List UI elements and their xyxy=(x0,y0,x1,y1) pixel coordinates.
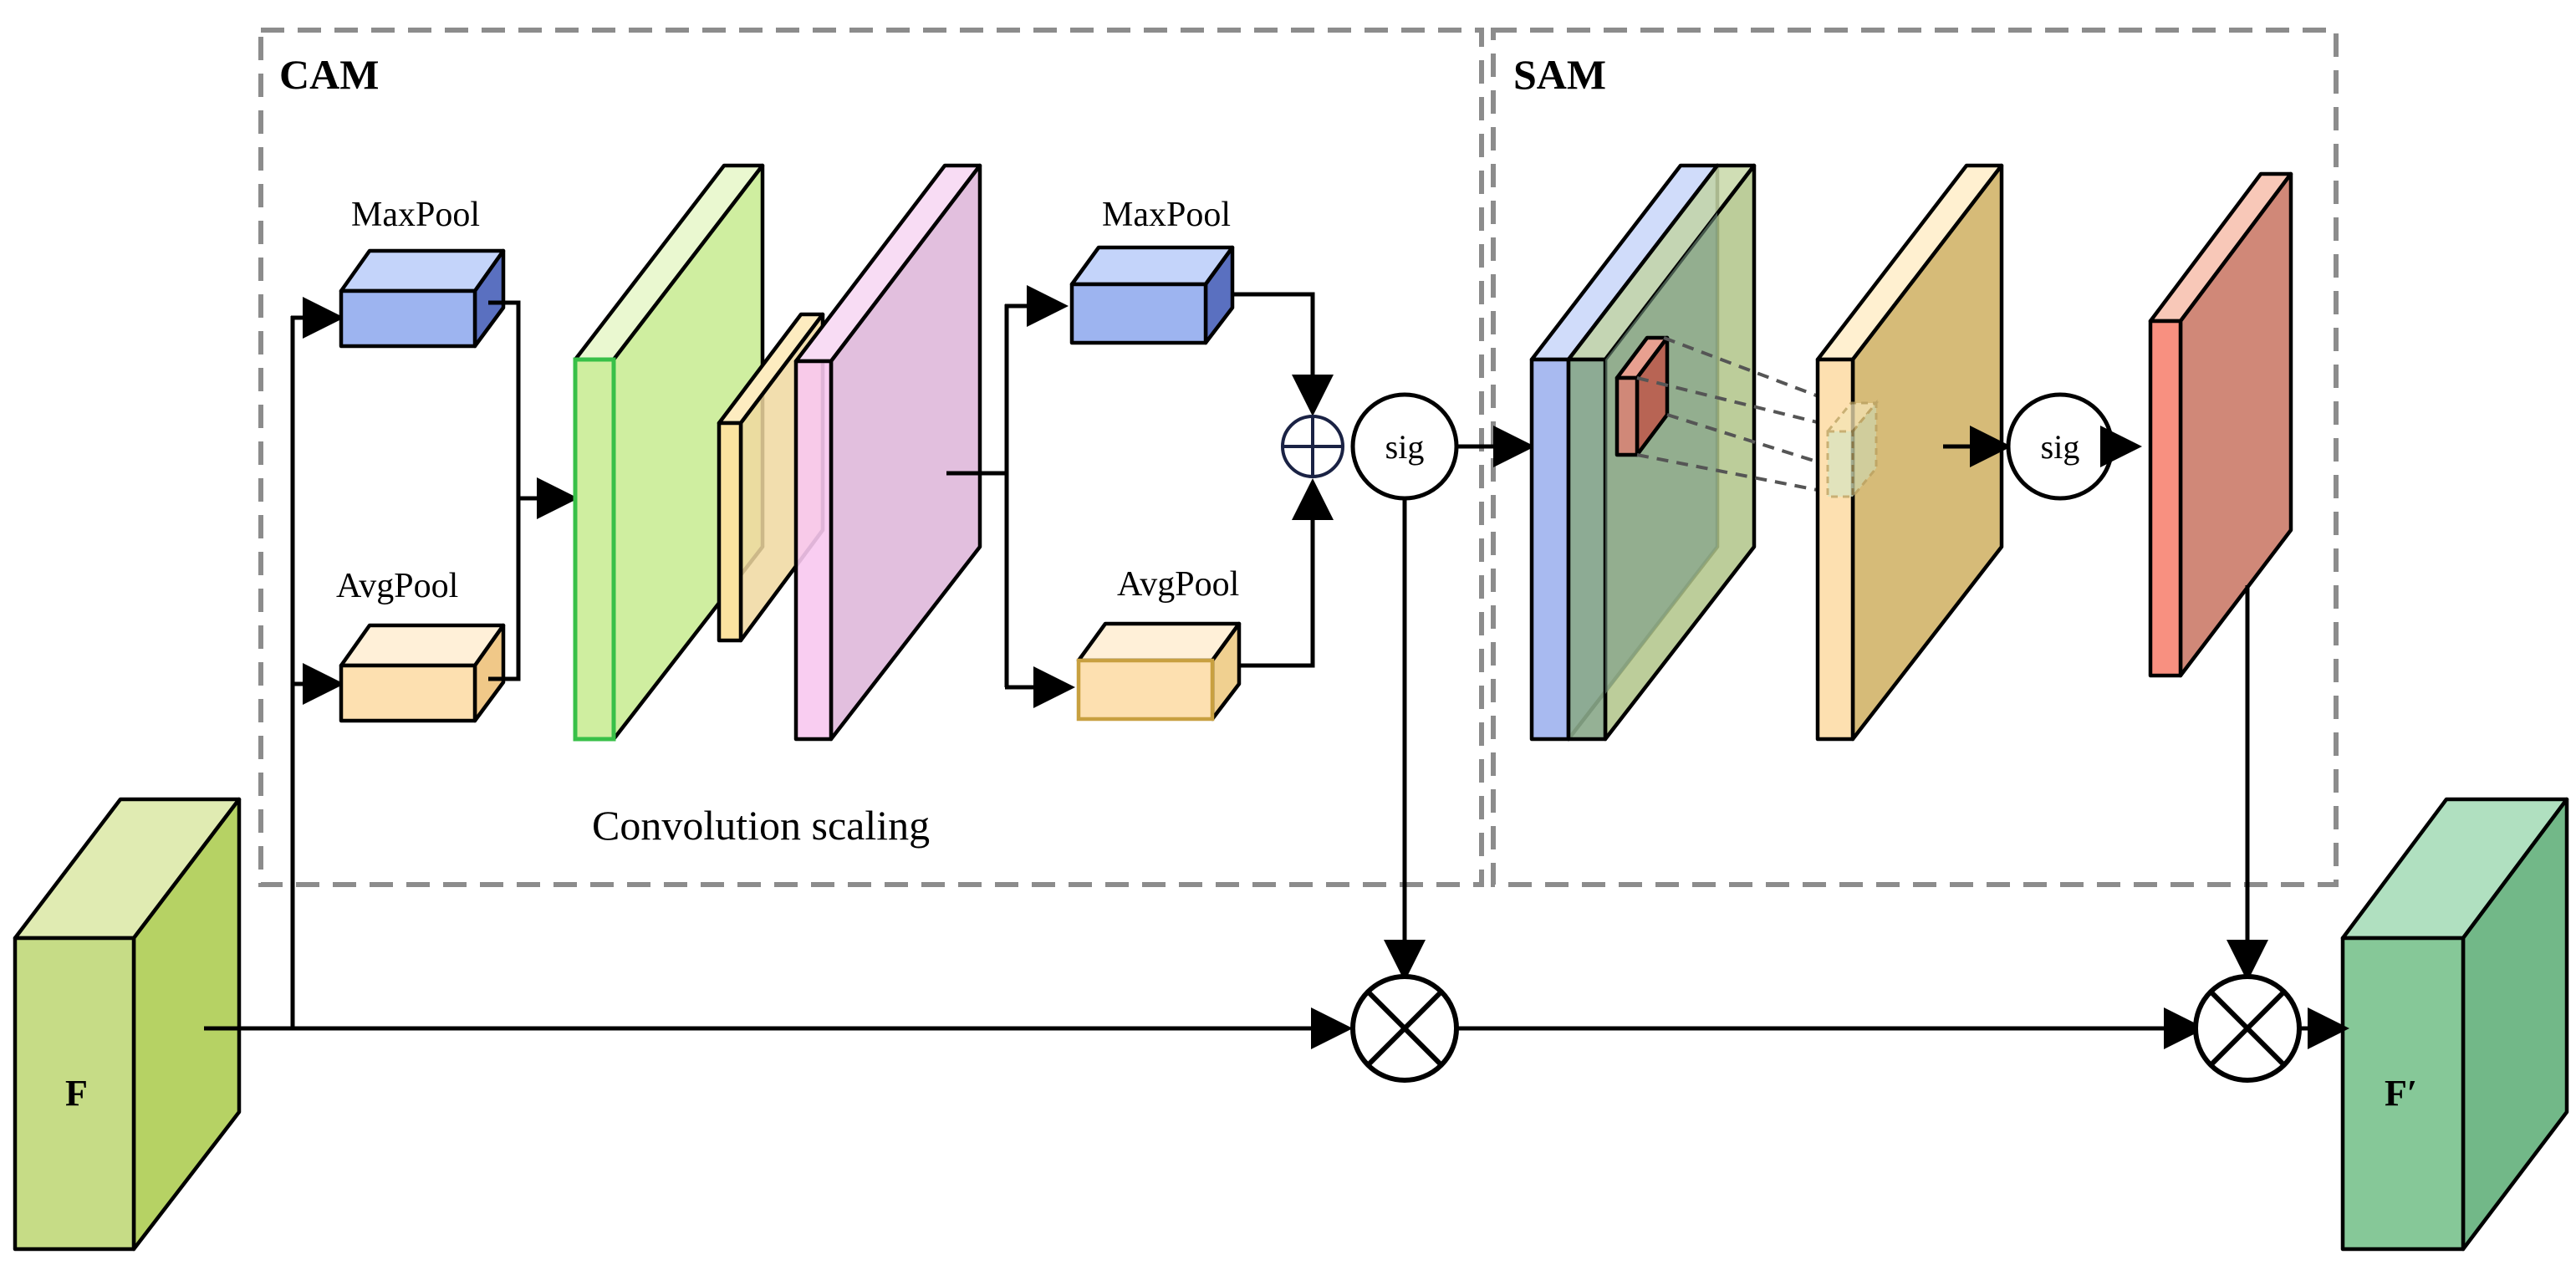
avgpool-2-label: AvgPool xyxy=(1117,565,1239,604)
avgpool-1-out-line xyxy=(488,498,521,681)
cam-title: CAM xyxy=(279,51,379,98)
sigmoid-1-node: sig xyxy=(1350,392,1459,501)
input-feature-block: F xyxy=(13,797,242,1252)
sigmoid-2-node: sig xyxy=(2006,392,2114,501)
maxpool-2-label: MaxPool xyxy=(1102,196,1231,234)
sigmoid-2-label: sig xyxy=(2041,428,2080,466)
sam-region xyxy=(1491,28,2339,887)
avgpool-1-block xyxy=(339,623,506,723)
output-f-label: F′ xyxy=(2385,1073,2417,1114)
output-feature-block: F′ xyxy=(2340,797,2569,1252)
sam-small-cube xyxy=(1824,399,1880,501)
input-f-label: F xyxy=(65,1073,88,1114)
projection-line-2 xyxy=(1636,376,1835,428)
avgpool-2-to-sum xyxy=(1241,478,1334,668)
sigmoid-1-label: sig xyxy=(1385,428,1425,466)
projection-line-3 xyxy=(1666,413,1865,478)
projection-line-4 xyxy=(1636,453,1835,495)
sam-olive-block xyxy=(1566,163,1757,742)
convolution-scaling-caption: Convolution scaling xyxy=(592,802,930,849)
maxpool-1-label: MaxPool xyxy=(351,196,480,234)
elementwise-sum-icon xyxy=(1281,415,1344,478)
sam-title: SAM xyxy=(1513,51,1606,98)
sam-attention-block xyxy=(2148,171,2293,678)
multiply-1-icon xyxy=(1350,974,1459,1083)
avgpool-2-block xyxy=(1076,621,1242,722)
avgpool-1-label: AvgPool xyxy=(336,567,458,605)
maxpool-1-block xyxy=(339,248,506,349)
maxpool-1-out-line xyxy=(488,300,521,500)
maxpool-2-to-sum xyxy=(1234,292,1334,416)
multiply-2-icon xyxy=(2193,974,2302,1083)
cam-region xyxy=(258,28,1484,887)
maxpool-2-block xyxy=(1069,245,1235,345)
pink-block xyxy=(793,163,982,742)
